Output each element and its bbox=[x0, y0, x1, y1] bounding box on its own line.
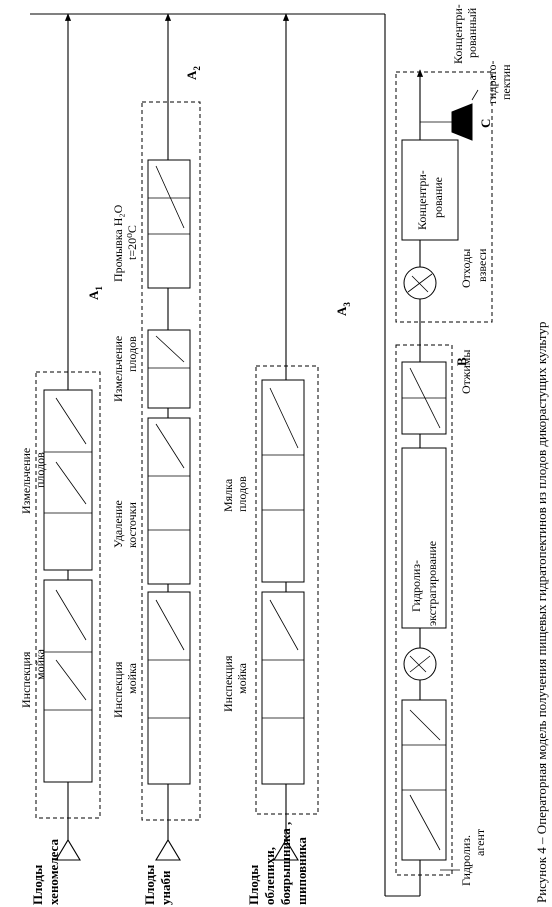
source-label-3d: шиповника bbox=[294, 837, 309, 905]
source-label-1a: Плоды bbox=[30, 865, 45, 905]
op-label-1-1b: мойка bbox=[33, 648, 47, 680]
agent-label-a: Гидролиз. bbox=[459, 835, 473, 886]
operator-box bbox=[147, 159, 191, 289]
product-label-c: гидрато- bbox=[485, 60, 499, 104]
agent-label-b: агент bbox=[473, 828, 487, 856]
operator-box bbox=[261, 379, 305, 583]
point-b-label: B bbox=[454, 357, 469, 366]
product-label-a: Концентри- bbox=[451, 4, 465, 64]
op-label-3-2b: плодов bbox=[235, 476, 249, 512]
flow-label-2: A2 bbox=[184, 66, 202, 80]
row-2 bbox=[141, 13, 201, 861]
group-frame-4 bbox=[395, 344, 453, 876]
product-nozzle-icon bbox=[451, 103, 473, 141]
source-triangle-1 bbox=[55, 838, 81, 861]
op-label-1-1a: Инспекция bbox=[19, 651, 33, 708]
waste-label-a: Отходы bbox=[459, 249, 473, 288]
operator-box bbox=[261, 591, 305, 785]
press-waste-label: Отжимы bbox=[459, 350, 473, 394]
operator-box bbox=[43, 389, 93, 571]
op-label-2-1a: Инспекция bbox=[111, 661, 125, 718]
operator-box bbox=[43, 579, 93, 783]
hydrolysis-label-a: Гидролиз- bbox=[409, 560, 423, 612]
waste-label-b: взвеси bbox=[475, 248, 489, 282]
op-label-1-2b: плодов bbox=[33, 452, 47, 488]
pump-symbol bbox=[403, 647, 437, 681]
concentration-label-b: рование bbox=[431, 177, 445, 218]
op-label-2-3a: Измельчение bbox=[111, 336, 125, 402]
point-c-label: C bbox=[478, 119, 493, 128]
op-label-2-1b: мойка bbox=[125, 662, 139, 694]
product-label-d: пектин bbox=[499, 64, 513, 100]
product-tick-icon bbox=[471, 89, 479, 101]
concentration-box bbox=[401, 139, 459, 241]
op-label-3-1a: Инспекция bbox=[221, 655, 235, 712]
group-frame-5 bbox=[395, 71, 493, 323]
source-triangle-3 bbox=[273, 838, 299, 861]
source-label-3c: боярышника , bbox=[278, 822, 293, 905]
op-label-3-1b: мойка bbox=[235, 662, 249, 694]
hydrolysis-box bbox=[401, 447, 447, 629]
flow-label-1: A1 bbox=[86, 286, 104, 300]
op-label-2-3b: плодов bbox=[125, 336, 139, 372]
op-label-2-4a: Промывка H₂O bbox=[111, 204, 125, 282]
hydrolysis-label-b: экстрагирование bbox=[425, 541, 439, 626]
operator-box bbox=[147, 591, 191, 785]
operator-box bbox=[147, 329, 191, 409]
operator-box bbox=[147, 417, 191, 585]
group-frame-2 bbox=[141, 101, 201, 821]
operator-box bbox=[401, 361, 447, 435]
group-frame-3 bbox=[255, 365, 319, 815]
operator-box bbox=[401, 699, 447, 861]
concentration-group bbox=[395, 71, 493, 323]
figure-caption: Рисунок 4 – Операторная модель получения… bbox=[534, 322, 549, 903]
op-label-2-4b: t=20⁰C bbox=[125, 225, 139, 260]
source-label-2a: Плоды bbox=[142, 865, 157, 905]
op-label-1-2a: Измельчение bbox=[19, 448, 33, 514]
flow-label-3: A3 bbox=[334, 302, 352, 316]
group-frame-1 bbox=[35, 371, 101, 819]
op-label-3-2a: Мялка bbox=[221, 478, 235, 512]
product-label-b: рованный bbox=[465, 7, 479, 58]
source-label-2b: унаби bbox=[158, 870, 173, 905]
source-label-1b: хеномелеса bbox=[46, 839, 61, 905]
source-label-3a: Плоды bbox=[246, 865, 261, 905]
row-3 bbox=[255, 13, 319, 861]
separator-symbol bbox=[403, 266, 437, 300]
source-label-3b: облепихи, bbox=[262, 847, 277, 905]
concentration-label-a: Концентри- bbox=[415, 170, 429, 230]
source-triangle-2 bbox=[155, 838, 181, 861]
op-label-2-2b: косточки bbox=[125, 502, 139, 548]
op-label-2-2a: Удаление bbox=[111, 500, 125, 548]
row-1 bbox=[35, 13, 101, 861]
hydrolysis-group bbox=[395, 344, 460, 876]
